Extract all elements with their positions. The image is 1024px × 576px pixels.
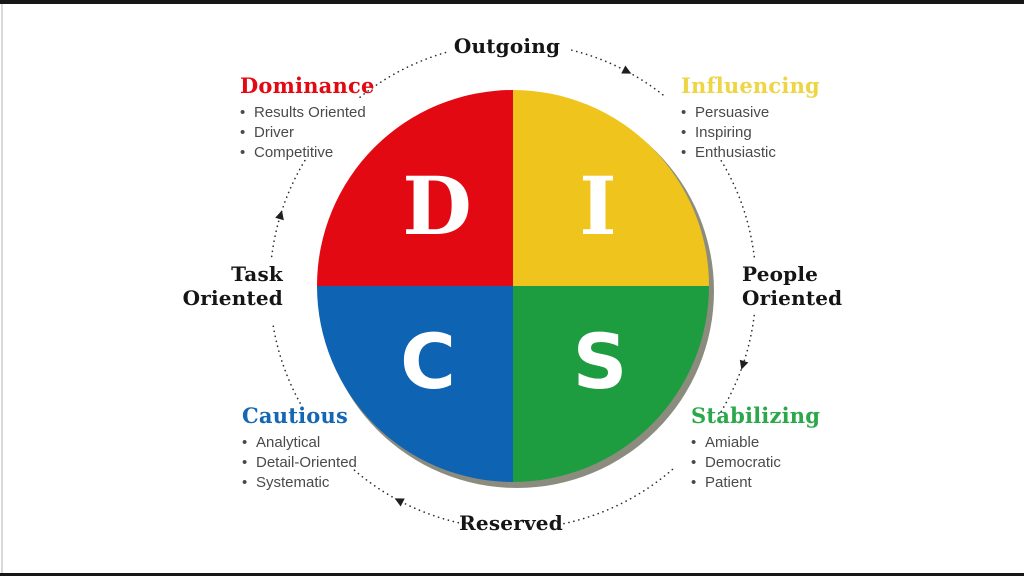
trait-item: • Driver <box>240 123 430 143</box>
trait-list-stabilizing: • Amiable • Democratic • Patient <box>691 433 881 493</box>
trait-list-influencing: • Persuasive • Inspiring • Enthusiastic <box>681 103 871 163</box>
bullet-icon: • <box>691 434 697 451</box>
trait-text: Patient <box>705 474 752 491</box>
trait-item: • Amiable <box>691 433 881 453</box>
arc-left-to-nw <box>270 156 308 258</box>
trait-item: • Inspiring <box>681 123 871 143</box>
quadrant-title-dominance: Dominance <box>240 73 375 98</box>
axis-label-reserved: Reserved <box>459 511 563 535</box>
axis-label-task-line1: Task <box>231 262 283 286</box>
bullet-icon: • <box>681 144 687 161</box>
bullet-icon: • <box>681 104 687 121</box>
trait-item: • Systematic <box>242 473 432 493</box>
trait-list-dominance: • Results Oriented • Driver • Competitiv… <box>240 103 430 163</box>
trait-text: Persuasive <box>695 104 770 121</box>
quadrant-info-cautious: Cautious • Analytical • Detail-Oriented … <box>242 404 432 493</box>
quadrant-title-stabilizing: Stabilizing <box>691 403 821 428</box>
letter-d: D <box>402 159 471 253</box>
arc-ne-to-right <box>720 160 756 262</box>
axis-label-outgoing: Outgoing <box>453 34 561 58</box>
cw-arrowhead-left-icon <box>275 210 284 221</box>
quadrant-dominance <box>317 90 513 286</box>
bullet-icon: • <box>691 454 697 471</box>
trait-list-cautious: • Analytical • Detail-Oriented • Systema… <box>242 433 432 493</box>
axis-label-task-oriented: Task Oriented <box>133 262 283 310</box>
bullet-icon: • <box>681 124 687 141</box>
trait-text: Driver <box>254 124 294 141</box>
left-edge-line <box>1 4 3 573</box>
axis-label-task-line2: Oriented <box>182 286 283 310</box>
trait-item: • Competitive <box>240 143 430 163</box>
trait-item: • Patient <box>691 473 881 493</box>
arc-se-to-bottom <box>562 468 674 525</box>
quadrant-title-cautious: Cautious <box>242 403 348 428</box>
trait-text: Competitive <box>254 144 334 161</box>
trait-text: Detail-Oriented <box>256 454 357 471</box>
trait-item: • Analytical <box>242 433 432 453</box>
quadrant-cautious <box>317 286 513 482</box>
trait-item: • Results Oriented <box>240 103 430 123</box>
trait-text: Results Oriented <box>254 104 366 121</box>
cw-arrowhead-bottom-left-icon <box>394 498 405 507</box>
bullet-icon: • <box>240 144 246 161</box>
quadrant-info-stabilizing: Stabilizing • Amiable • Democratic • Pat… <box>691 404 881 493</box>
quadrant-info-dominance: Dominance • Results Oriented • Driver • … <box>240 74 430 163</box>
arc-top-to-ne <box>571 49 667 98</box>
letter-s: S <box>573 317 628 406</box>
arc-sw-to-left <box>272 323 304 409</box>
trait-item: • Democratic <box>691 453 881 473</box>
arc-nw-to-top <box>359 50 451 98</box>
cw-arrowhead-top-right-icon <box>621 65 632 74</box>
trait-item: • Detail-Oriented <box>242 453 432 473</box>
trait-item: • Enthusiastic <box>681 143 871 163</box>
quadrant-influencing <box>513 90 709 286</box>
trait-text: Enthusiastic <box>695 144 776 161</box>
bullet-icon: • <box>242 454 248 471</box>
letter-i: I <box>579 159 616 253</box>
dotted-cycle-ring <box>270 49 756 525</box>
letter-c: C <box>400 317 456 406</box>
trait-text: Amiable <box>705 434 760 451</box>
bullet-icon: • <box>242 434 248 451</box>
cw-arrowhead-right-icon <box>739 359 749 370</box>
top-letterbox-bar <box>0 0 1024 4</box>
trait-text: Democratic <box>705 454 781 471</box>
axis-label-people-line2: Oriented <box>742 286 843 310</box>
bottom-letterbox-bar <box>0 573 1024 576</box>
arc-bottom-to-sw <box>352 468 460 524</box>
cycle-arrowheads <box>275 65 749 507</box>
axis-label-people-oriented: People Oriented <box>742 262 902 310</box>
bullet-icon: • <box>242 474 248 491</box>
bullet-icon: • <box>240 104 246 121</box>
quadrant-info-influencing: Influencing • Persuasive • Inspiring • E… <box>681 74 871 163</box>
arc-right-to-se <box>718 314 755 416</box>
quadrant-title-influencing: Influencing <box>681 73 820 98</box>
bullet-icon: • <box>691 474 697 491</box>
quadrant-stabilizing <box>513 286 709 482</box>
axis-label-people-line1: People <box>742 262 819 286</box>
trait-item: • Persuasive <box>681 103 871 123</box>
bullet-icon: • <box>240 124 246 141</box>
trait-text: Analytical <box>256 434 321 451</box>
trait-text: Systematic <box>256 474 330 491</box>
trait-text: Inspiring <box>695 124 752 141</box>
